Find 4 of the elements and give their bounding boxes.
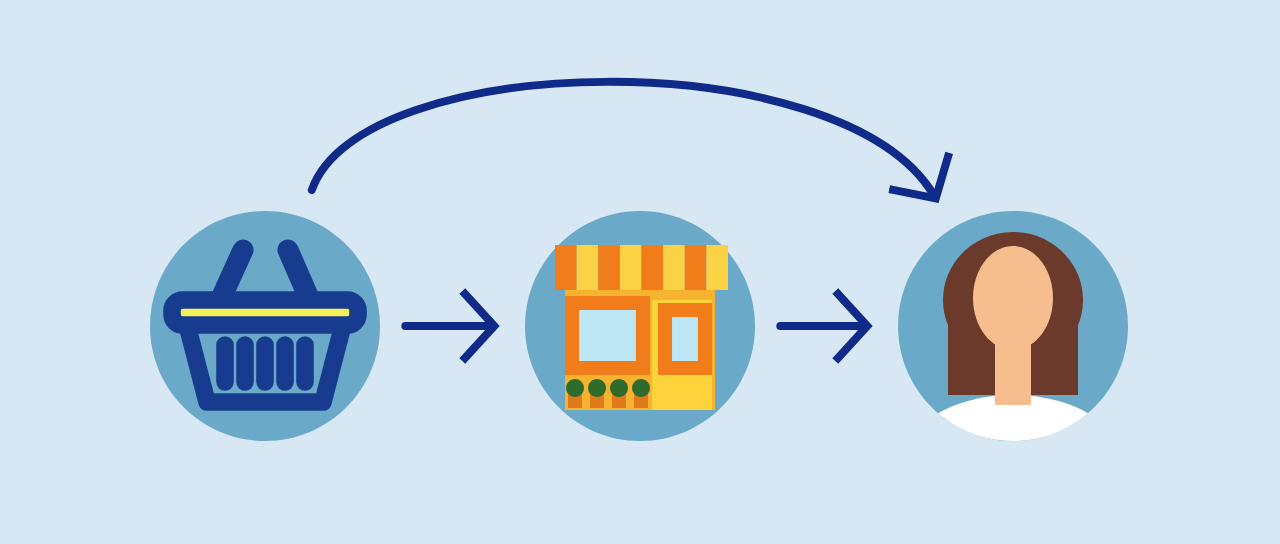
arrow [307, 77, 953, 203]
person-drawing [898, 211, 1128, 441]
shop-drawing [525, 211, 755, 441]
basket-drawing [150, 211, 380, 441]
